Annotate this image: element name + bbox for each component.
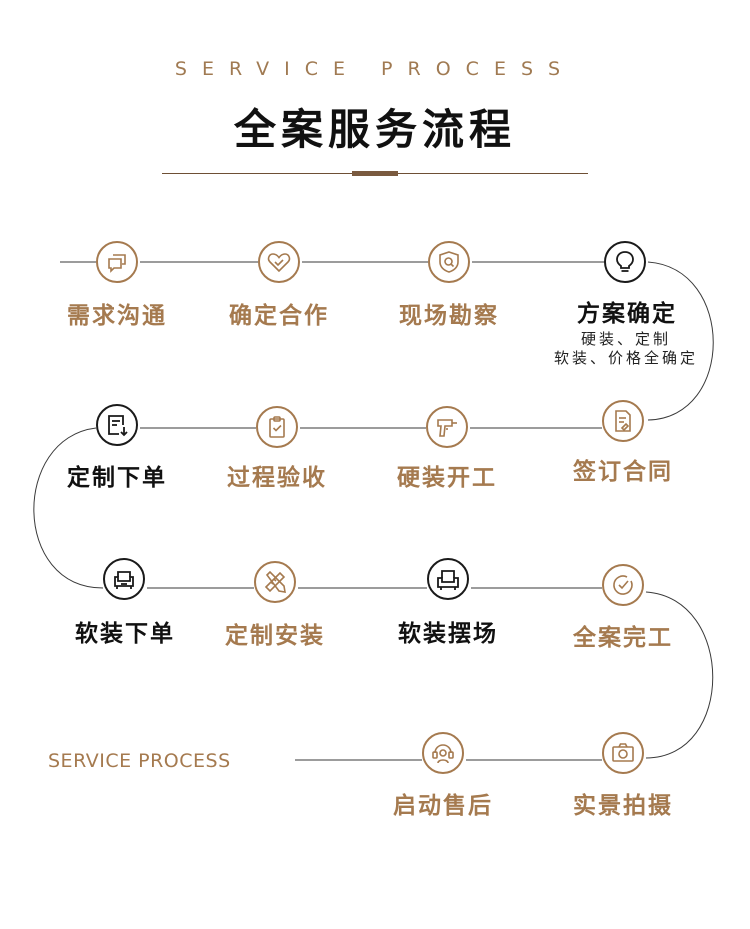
step-9-label: 软装下单 (75, 621, 175, 647)
step-6-label: 硬装开工 (397, 465, 497, 491)
step-12-icon-circle (602, 564, 644, 606)
drill-icon (437, 419, 457, 437)
step-3-label: 现场勘察 (399, 303, 499, 329)
order-download-icon (108, 415, 128, 437)
step-9-icon-circle (103, 558, 145, 600)
ruler-pencil-icon (264, 570, 286, 593)
step-8-icon-circle (96, 404, 138, 446)
step-3-icon-circle (428, 241, 470, 283)
step-4-icon-circle (604, 241, 646, 283)
step-11-label: 软装摆场 (398, 621, 498, 647)
clipboard-check-icon (269, 416, 285, 438)
sofa-icon (114, 571, 134, 589)
step-13-label: 实景拍摄 (573, 793, 673, 819)
heart-handshake-icon (267, 253, 291, 273)
step-5-label: 签订合同 (573, 459, 673, 485)
page-title: 全案服务流程 (233, 105, 516, 154)
step-4-label: 方案确定 (577, 301, 677, 327)
step-13-icon-circle (602, 732, 644, 774)
step-10-icon-circle (254, 561, 296, 603)
step-5-icon-circle (602, 400, 644, 442)
lightbulb-icon (616, 251, 634, 272)
step-12-label: 全案完工 (573, 625, 673, 651)
step-14-label: 启动售后 (393, 793, 493, 819)
contract-sign-icon (615, 410, 631, 432)
step-10-label: 定制安装 (225, 623, 325, 649)
chat-bubbles-icon (108, 254, 126, 273)
step-2-icon-circle (258, 241, 300, 283)
step-7-icon-circle (256, 406, 298, 448)
step-14-icon-circle (422, 732, 464, 774)
step-6-icon-circle (426, 406, 468, 448)
step-8-label: 定制下单 (67, 465, 167, 491)
step-4-desc-line1: 硬装、定制 (580, 330, 671, 348)
step-2-label: 确定合作 (229, 303, 329, 329)
step-7-label: 过程验收 (227, 465, 327, 491)
step-4-desc-line2: 软装、价格全确定 (553, 349, 698, 367)
headset-service-icon (432, 744, 454, 764)
armchair-icon (437, 570, 459, 590)
shield-search-icon (439, 251, 459, 273)
title-divider-accent (352, 171, 398, 176)
step-11-icon-circle (427, 558, 469, 600)
page-subtitle: SERVICE PROCESS (174, 58, 576, 80)
camera-icon (612, 743, 634, 762)
footer-service-process: SERVICE PROCESS (48, 750, 231, 772)
check-circle-icon (613, 575, 633, 595)
step-1-icon-circle (96, 241, 138, 283)
step-1-label: 需求沟通 (67, 303, 167, 329)
